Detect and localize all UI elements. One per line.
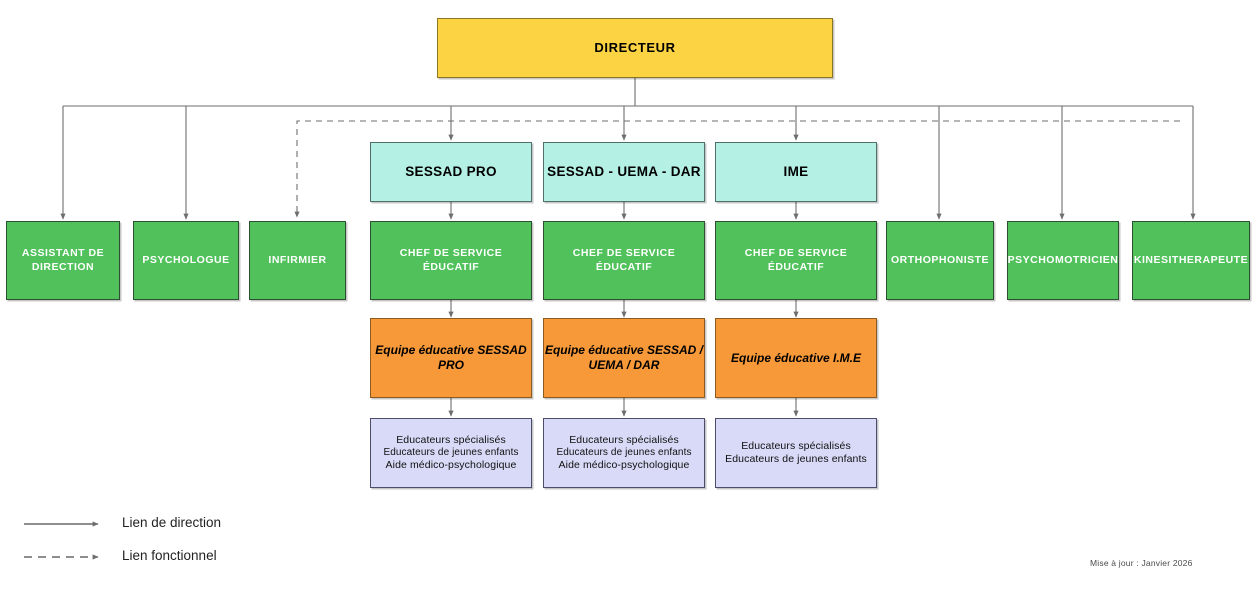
legend-label-lien-fonctionnel: Lien fonctionnel (122, 548, 217, 563)
node-assistant-de-direction[interactable]: ASSISTANT DE DIRECTION (6, 221, 120, 300)
node-roles-ime[interactable]: Educateurs spécialisés Educateurs de jeu… (715, 418, 877, 488)
node-chef-de-service-educatif-label-3: CHEF DE SERVICE ÉDUCATIF (744, 247, 848, 273)
node-ime-label: IME (783, 163, 809, 179)
node-equipe-educative-label-2: Equipe éducative SESSAD / UEMA / DAR (544, 343, 704, 372)
node-orthophoniste-label: ORTHOPHONISTE (890, 253, 990, 266)
node-roles-sessad-pro[interactable]: Educateurs spécialisés Educateurs de jeu… (370, 418, 532, 488)
dashed-arrow-icon (24, 550, 104, 562)
node-orthophoniste[interactable]: ORTHOPHONISTE (886, 221, 994, 300)
node-equipe-educative-sessad-pro[interactable]: Equipe éducative SESSAD PRO (370, 318, 532, 398)
node-assistant-de-direction-label: ASSISTANT DE DIRECTION (21, 247, 105, 273)
node-infirmier[interactable]: INFIRMIER (249, 221, 346, 300)
role-line: Educateurs de jeunes enfants (383, 446, 519, 458)
node-roles-sessad-uema-dar[interactable]: Educateurs spécialisés Educateurs de jeu… (543, 418, 705, 488)
node-psychologue-label: PSYCHOLOGUE (142, 253, 230, 266)
node-chef-de-service-educatif-ime[interactable]: CHEF DE SERVICE ÉDUCATIF (715, 221, 877, 300)
node-sessad-pro-label: SESSAD PRO (405, 163, 497, 179)
role-line: Educateurs de jeunes enfants (725, 453, 867, 465)
node-psychologue[interactable]: PSYCHOLOGUE (133, 221, 239, 300)
node-directeur[interactable]: DIRECTEUR (437, 18, 833, 78)
legend-item-lien-de-direction: Lien de direction (24, 515, 221, 530)
node-sessad-uema-dar[interactable]: SESSAD - UEMA - DAR (543, 142, 705, 202)
node-sessad-pro[interactable]: SESSAD PRO (370, 142, 532, 202)
node-psychomotricien[interactable]: PSYCHOMOTRICIEN (1007, 221, 1119, 300)
node-chef-de-service-educatif-label-1: CHEF DE SERVICE ÉDUCATIF (399, 247, 503, 273)
node-chef-de-service-educatif-sessad-pro[interactable]: CHEF DE SERVICE ÉDUCATIF (370, 221, 532, 300)
legend-label-lien-de-direction: Lien de direction (122, 515, 222, 530)
node-kinesitherapeute[interactable]: KINESITHERAPEUTE (1132, 221, 1250, 300)
node-kinesitherapeute-label: KINESITHERAPEUTE (1133, 253, 1249, 266)
node-chef-de-service-educatif-label-2: CHEF DE SERVICE ÉDUCATIF (572, 247, 676, 273)
update-stamp: Mise à jour : Janvier 2026 (1090, 558, 1193, 568)
node-equipe-educative-ime[interactable]: Equipe éducative I.M.E (715, 318, 877, 398)
node-psychomotricien-label: PSYCHOMOTRICIEN (1007, 253, 1119, 266)
node-infirmier-label: INFIRMIER (268, 253, 327, 266)
role-line: Educateurs spécialisés (569, 433, 679, 446)
node-equipe-educative-label-3: Equipe éducative I.M.E (730, 350, 862, 365)
role-line: Aide médico-psychologique (385, 459, 517, 472)
role-line: Educateurs de jeunes enfants (556, 446, 692, 458)
role-line: Educateurs spécialisés (396, 433, 506, 446)
node-ime[interactable]: IME (715, 142, 877, 202)
role-line: Educateurs spécialisés (741, 439, 851, 452)
solid-arrow-icon (24, 517, 104, 529)
legend-item-lien-fonctionnel: Lien fonctionnel (24, 548, 217, 563)
node-sessad-uema-dar-label: SESSAD - UEMA - DAR (547, 163, 701, 179)
node-equipe-educative-sessad-uema-dar[interactable]: Equipe éducative SESSAD / UEMA / DAR (543, 318, 705, 398)
node-directeur-label: DIRECTEUR (594, 39, 676, 55)
node-chef-de-service-educatif-sessad-uema-dar[interactable]: CHEF DE SERVICE ÉDUCATIF (543, 221, 705, 300)
node-equipe-educative-label-1: Equipe éducative SESSAD PRO (375, 343, 527, 372)
role-line: Aide médico-psychologique (558, 459, 690, 472)
